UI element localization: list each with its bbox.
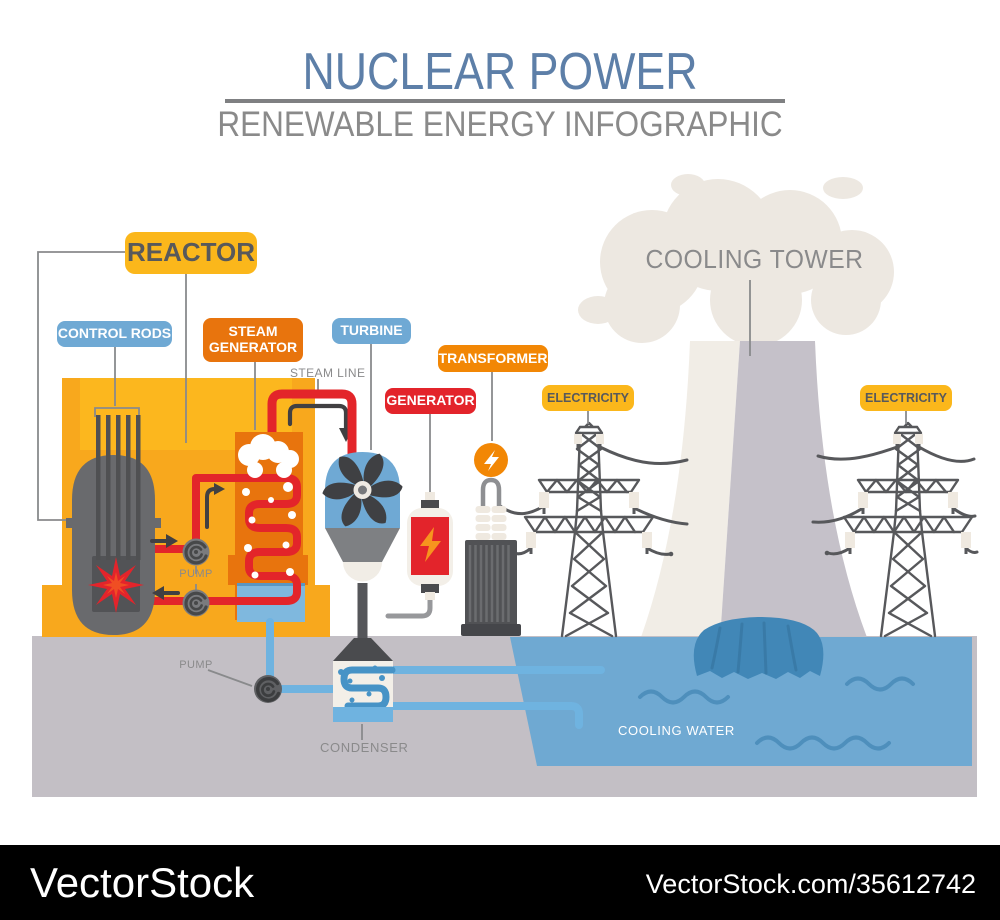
- primary-pump-top: [182, 538, 210, 566]
- label-condenser: CONDENSER: [320, 740, 409, 755]
- label-steam-line: STEAM LINE: [290, 366, 366, 380]
- cooling-pump: [254, 675, 282, 703]
- lightning-bolt-icon: [420, 527, 441, 562]
- badge-reactor: REACTOR: [125, 232, 257, 274]
- label-pump-cooling: PUMP: [179, 659, 213, 671]
- primary-pump-bottom: [182, 589, 210, 617]
- waves: [638, 676, 915, 751]
- page-subtitle: RENEWABLE ENERGY INFOGRAPHIC: [217, 105, 783, 144]
- page-title: NUCLEAR POWER: [302, 43, 698, 101]
- label-cooling-water: COOLING WATER: [618, 723, 735, 738]
- watermark-brand: VectorStock: [30, 859, 255, 906]
- badge-control-rods: CONTROL RODS: [57, 321, 172, 347]
- fan-icon: [321, 452, 404, 528]
- tower-splash: [693, 617, 824, 679]
- lightning-bolt-icon: [484, 450, 499, 471]
- cooling-water-basin: [510, 617, 972, 766]
- cooling-tower: [640, 341, 868, 640]
- transformer-bolt-badge: [474, 443, 508, 477]
- watermark-ref: VectorStock.com/35612742: [645, 869, 976, 899]
- label-cooling-tower: COOLING TOWER: [645, 244, 864, 274]
- badge-turbine: TURBINE: [332, 318, 411, 344]
- label-pump-primary: PUMP: [179, 568, 213, 580]
- badge-electricity-right: ELECTRICITY: [860, 385, 952, 411]
- turbine: [321, 452, 404, 640]
- generator: [385, 492, 453, 619]
- watermark-bar: VectorStock VectorStock.com/35612742: [0, 845, 1000, 920]
- starburst-icon: [88, 557, 144, 613]
- badge-steam-generator: STEAM GENERATOR: [203, 318, 303, 362]
- steam-line-pipe: [267, 389, 357, 455]
- title-rule: [225, 99, 785, 103]
- transmission-pylon-right: [842, 421, 974, 638]
- flow-arrows: [150, 403, 353, 600]
- primary-loop-pipe: [148, 474, 301, 605]
- badge-transformer: TRANSFORMER: [438, 345, 548, 372]
- badge-generator: GENERATOR: [385, 388, 476, 414]
- reactor-vessel: [66, 415, 161, 635]
- sg-steam-bubbles: [238, 434, 299, 579]
- transmission-pylon-left: [523, 421, 655, 638]
- condenser: [333, 638, 396, 722]
- badge-electricity-left: ELECTRICITY: [542, 385, 634, 411]
- leader-lines: [37, 251, 907, 740]
- control-rods: [96, 415, 141, 560]
- steam-cloud: [578, 174, 894, 346]
- transformer: [461, 443, 521, 636]
